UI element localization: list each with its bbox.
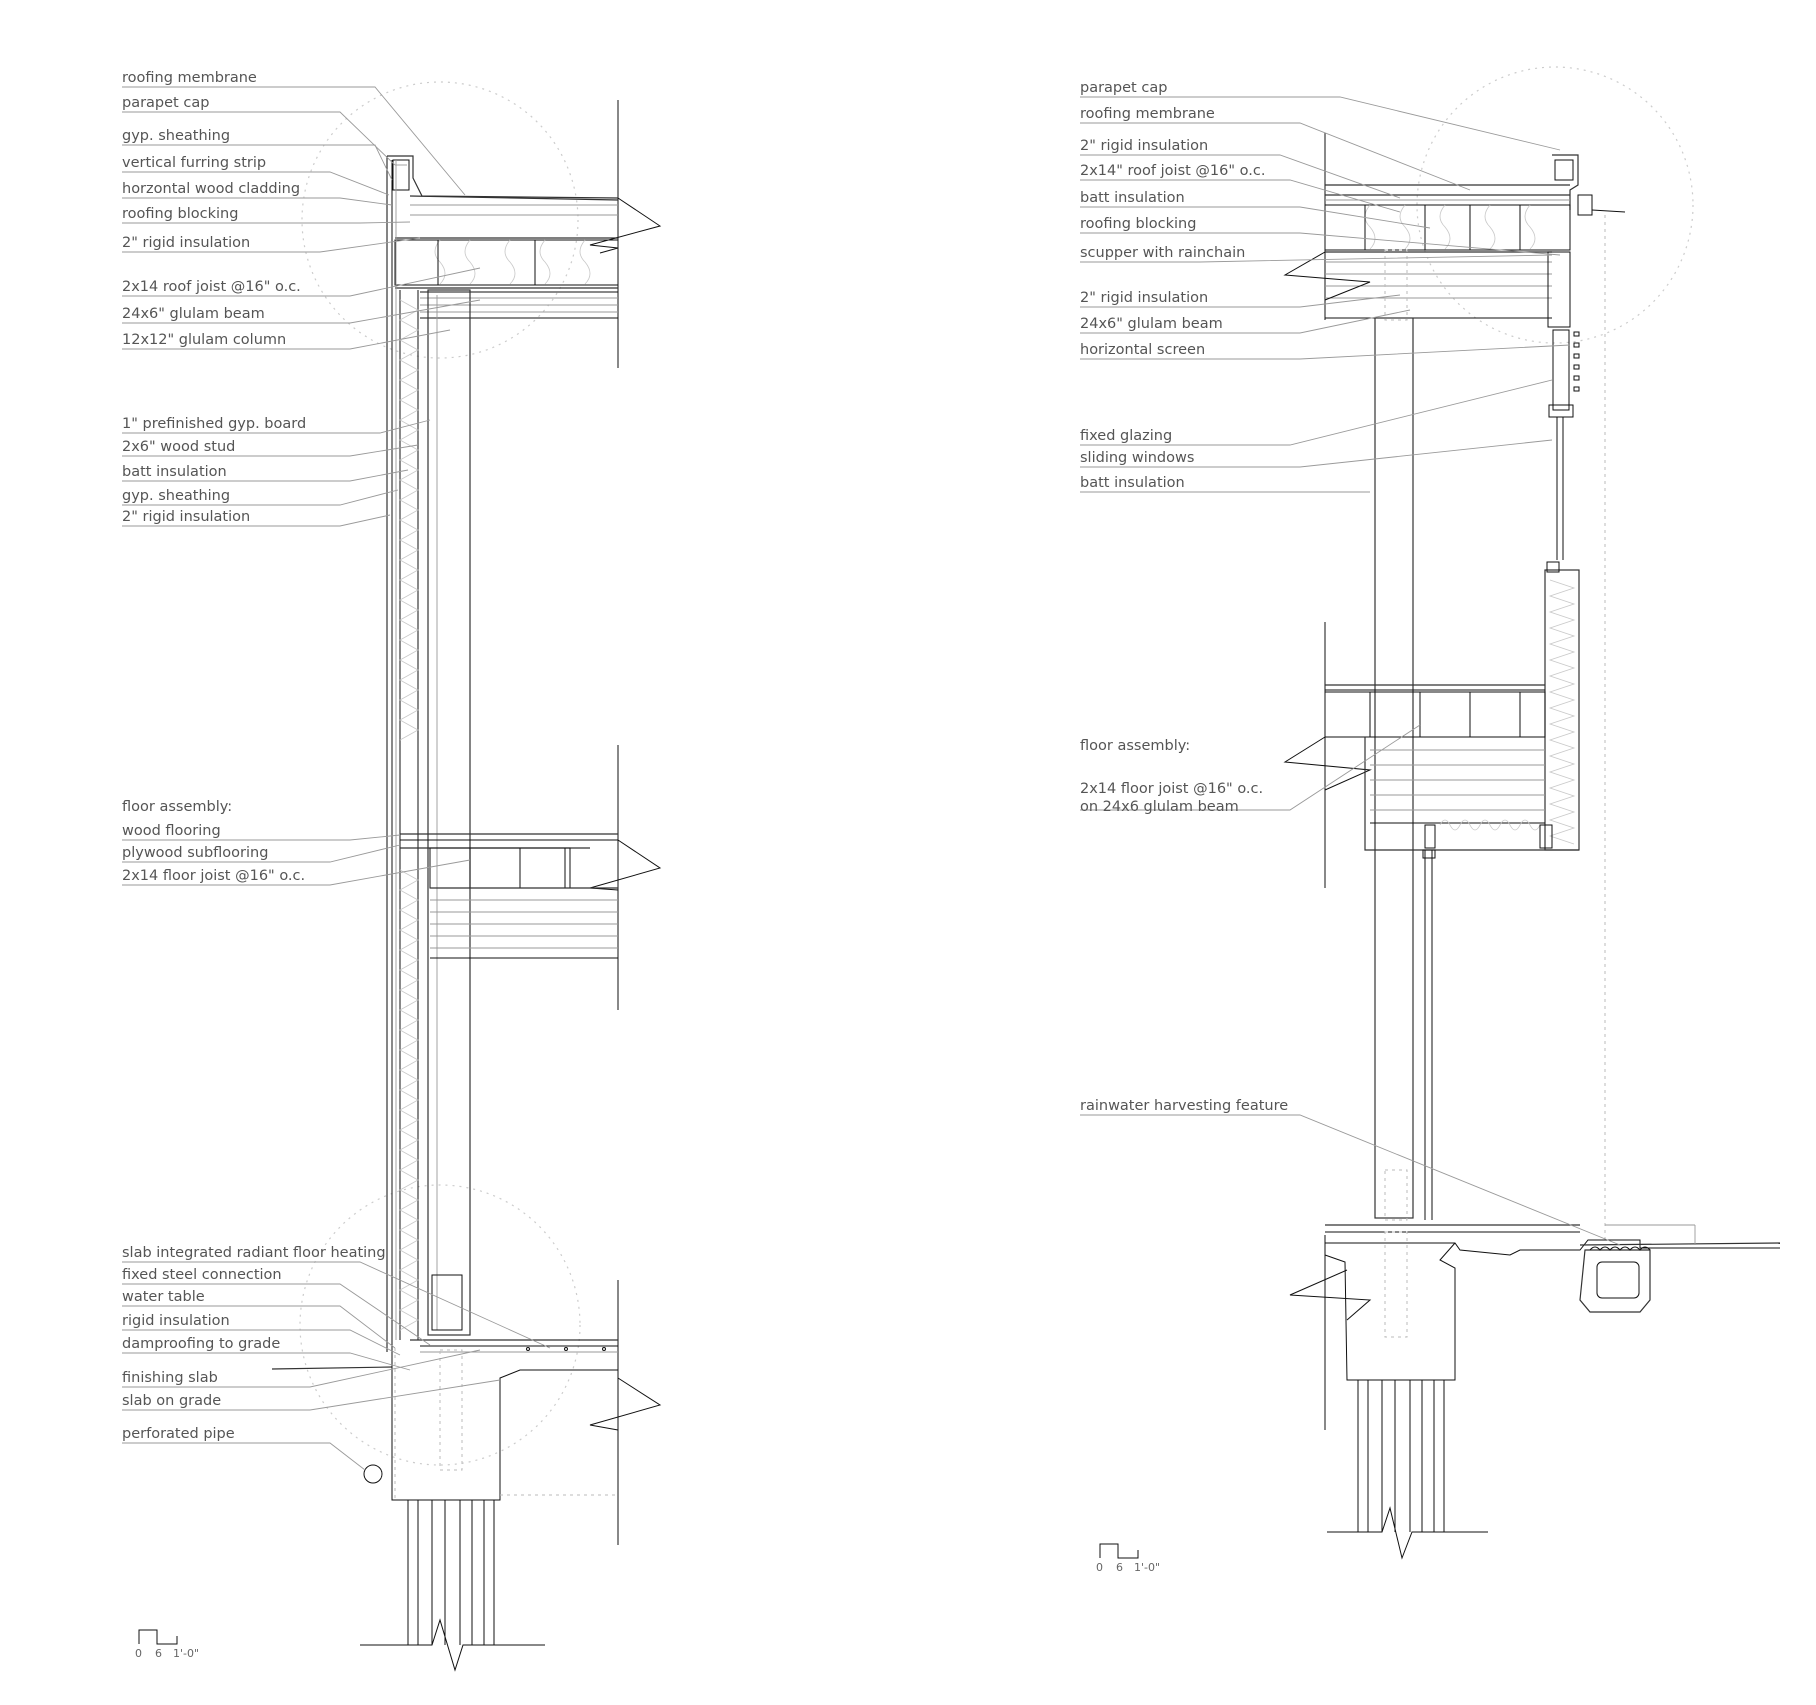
label-rigid-insulation-roof: 2" rigid insulation: [122, 235, 250, 251]
label-r-batt-insulation-roof: batt insulation: [1080, 190, 1185, 206]
label-horizontal-wood-cladding: horzontal wood cladding: [122, 181, 300, 197]
label-wood-flooring: wood flooring: [122, 823, 221, 839]
label-radiant-floor-heating: slab integrated radiant floor heating: [122, 1245, 386, 1261]
right-scale-6: 6: [1116, 1561, 1123, 1574]
label-r-horizontal-screen: horizontal screen: [1080, 342, 1205, 358]
label-r-on-glulam-beam: on 24x6 glulam beam: [1080, 799, 1239, 815]
label-fixed-steel-connection: fixed steel connection: [122, 1267, 282, 1283]
label-roof-joist: 2x14 roof joist @16" o.c.: [122, 279, 301, 295]
label-r-roof-joist: 2x14" roof joist @16" o.c.: [1080, 163, 1265, 179]
label-r-floor-assembly: floor assembly:: [1080, 738, 1190, 754]
label-parapet-cap: parapet cap: [122, 95, 209, 111]
label-roofing-membrane: roofing membrane: [122, 70, 257, 86]
label-r-floor-joist: 2x14 floor joist @16" o.c.: [1080, 781, 1263, 797]
label-gyp-sheathing-wall: gyp. sheathing: [122, 488, 230, 504]
label-r-scupper: scupper with rainchain: [1080, 245, 1245, 261]
label-batt-insulation: batt insulation: [122, 464, 227, 480]
label-r-rainwater-harvesting: rainwater harvesting feature: [1080, 1098, 1288, 1114]
label-glulam-beam: 24x6" glulam beam: [122, 306, 265, 322]
label-perforated-pipe: perforated pipe: [122, 1426, 235, 1442]
label-r-fixed-glazing: fixed glazing: [1080, 428, 1172, 444]
label-r-sliding-windows: sliding windows: [1080, 450, 1194, 466]
right-labels: parapet cap roofing membrane 2" rigid in…: [1080, 80, 1288, 1114]
left-leader-lines: [122, 86, 551, 1471]
label-wood-stud: 2x6" wood stud: [122, 439, 235, 455]
label-vertical-furring-strip: vertical furring strip: [122, 155, 266, 171]
left-scale-1ft: 1'-0": [173, 1647, 199, 1660]
label-floor-joist: 2x14 floor joist @16" o.c.: [122, 868, 305, 884]
left-labels: roofing membrane parapet cap gyp. sheath…: [122, 70, 386, 1442]
left-scale-0: 0: [135, 1647, 142, 1660]
label-finishing-slab: finishing slab: [122, 1370, 218, 1386]
right-scale-0: 0: [1096, 1561, 1103, 1574]
label-gyp-board: 1" prefinished gyp. board: [122, 416, 306, 432]
left-base-detail-circle: [299, 1184, 581, 1466]
label-water-table: water table: [122, 1289, 205, 1305]
label-damproofing: damproofing to grade: [122, 1336, 280, 1352]
label-r-rigid-insulation-roof: 2" rigid insulation: [1080, 138, 1208, 154]
left-wall-section: [271, 81, 662, 1672]
label-rigid-insulation-base: rigid insulation: [122, 1313, 230, 1329]
label-plywood-subflooring: plywood subflooring: [122, 845, 268, 861]
label-r-roofing-blocking: roofing blocking: [1080, 216, 1196, 232]
label-r-roofing-membrane: roofing membrane: [1080, 106, 1215, 122]
label-gyp-sheathing: gyp. sheathing: [122, 128, 230, 144]
right-wall-section: [1283, 66, 1781, 1560]
label-glulam-column: 12x12" glulam column: [122, 332, 286, 348]
label-r-glulam-beam: 24x6" glulam beam: [1080, 316, 1223, 332]
right-scale-bar: 0 6 1'-0": [1096, 1543, 1160, 1574]
left-roof-detail-circle: [301, 81, 579, 359]
label-slab-on-grade: slab on grade: [122, 1393, 221, 1409]
left-scale-6: 6: [155, 1647, 162, 1660]
left-scale-bar: 0 6 1'-0": [135, 1629, 199, 1660]
right-scale-1ft: 1'-0": [1134, 1561, 1160, 1574]
right-leader-lines: [1080, 96, 1621, 1246]
label-floor-assembly: floor assembly:: [122, 799, 232, 815]
label-r-batt-insulation: batt insulation: [1080, 475, 1185, 491]
label-rigid-insulation-wall: 2" rigid insulation: [122, 509, 250, 525]
label-r-rigid-insulation-2: 2" rigid insulation: [1080, 290, 1208, 306]
right-roof-detail-circle: [1416, 66, 1694, 344]
label-r-parapet-cap: parapet cap: [1080, 80, 1167, 96]
label-roofing-blocking: roofing blocking: [122, 206, 238, 222]
